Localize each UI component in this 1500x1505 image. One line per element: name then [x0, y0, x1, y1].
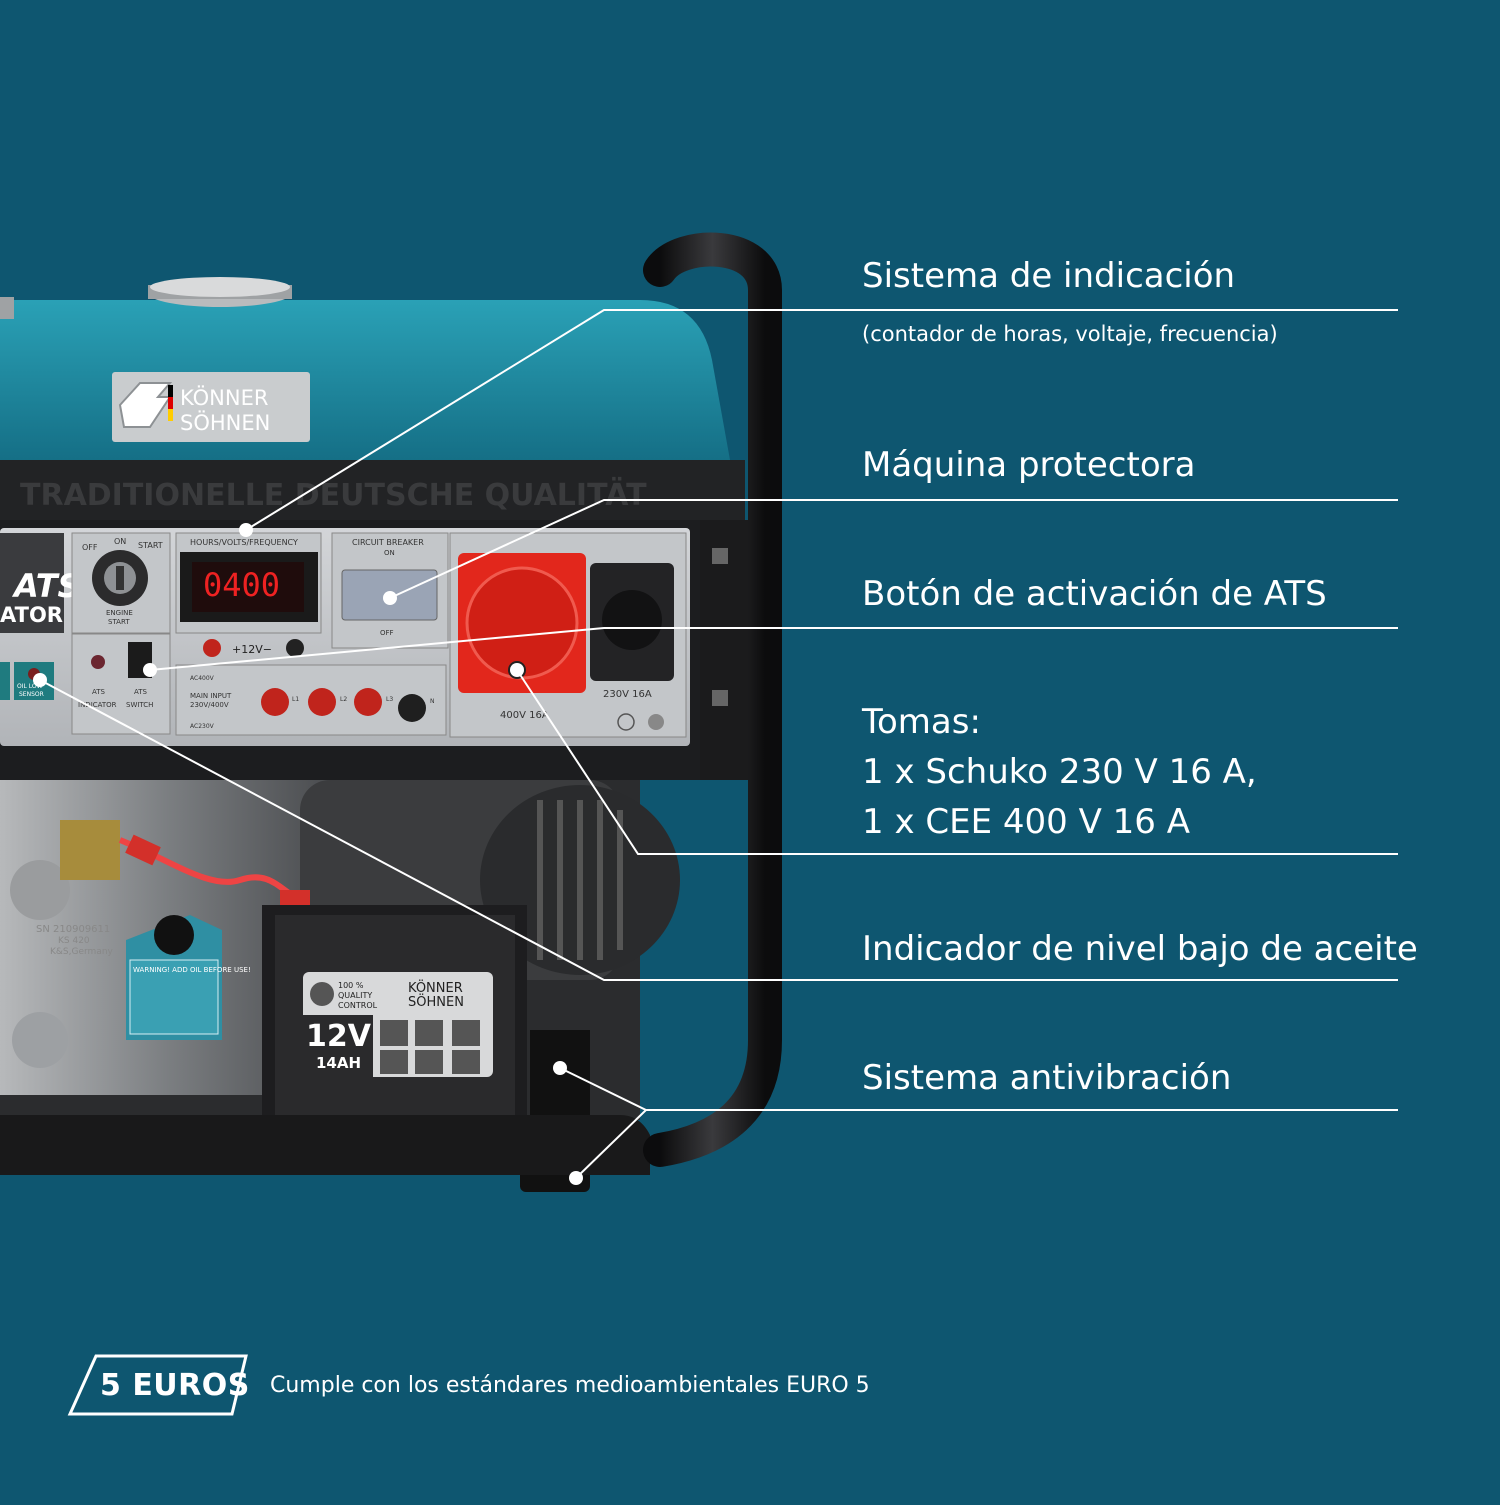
ac230-label: AC230V	[190, 723, 215, 730]
label-sistema-indicacion-sub: (contador de horas, voltaje, frecuencia)	[862, 322, 1278, 346]
main-input-1: MAIN INPUT	[190, 692, 232, 700]
label-sistema-antivibracion: Sistema antivibración	[862, 1058, 1232, 1098]
frame-handle	[643, 232, 782, 1167]
model-number: KS 420	[58, 936, 90, 946]
oil-sensor-2: SENSOR	[19, 691, 44, 698]
schuko-socket-label: 230V 16A	[603, 689, 652, 700]
battery-qc-2: QUALITY	[338, 991, 372, 1000]
control-panel: ATS ATOR OFF ON START ENGINE START HOURS…	[0, 520, 745, 780]
terminal-l3: L3	[386, 696, 393, 703]
slogan: TRADITIONELLE DEUTSCHE QUALITÄT	[20, 477, 647, 513]
callout-line-aceite	[39, 679, 1398, 981]
ats-switch-1: ATS	[134, 688, 148, 696]
main-input-2: 230V/400V	[190, 701, 229, 709]
label-maquina-protectora: Máquina protectora	[862, 445, 1196, 485]
oil-warning-tag: WARNING! ADD OIL BEFORE USE!	[126, 915, 251, 1040]
ats-model-label: ATS	[11, 567, 81, 605]
ats-indicator-1: ATS	[92, 688, 106, 696]
slogan-strip	[0, 460, 745, 520]
meter-title: HOURS/VOLTS/FREQUENCY	[190, 538, 298, 547]
badge-brand-bottom: SÖHNEN	[180, 410, 270, 435]
callout-line-tomas	[516, 669, 1398, 855]
callout-lines	[39, 309, 1398, 1179]
battery-brand-bottom: SÖHNEN	[408, 993, 464, 1010]
label-tomas-schuko: 1 x Schuko 230 V 16 A,	[862, 752, 1257, 792]
label-sistema-indicacion: Sistema de indicación	[862, 256, 1236, 296]
callout-dots	[33, 523, 583, 1185]
battery-qc-3: CONTROL	[338, 1001, 378, 1010]
battery-brand-top: KÖNNER	[408, 979, 463, 996]
frame-base	[0, 1115, 650, 1175]
euro-badge-text: 5 EUROS	[100, 1368, 250, 1403]
callout-line-protectora	[389, 499, 1398, 599]
label-tomas-title: Tomas:	[862, 702, 981, 742]
label-tomas-cee: 1 x CEE 400 V 16 A	[862, 802, 1190, 842]
oil-sensor-1: OIL LOW	[17, 683, 43, 690]
meter-display: 0400	[203, 566, 280, 604]
callout-line-indicacion	[245, 309, 1398, 531]
serial-plate: SN 210909611 KS 420 K&S,Germany	[36, 924, 114, 957]
ats-switch-2: SWITCH	[126, 701, 153, 709]
ats-model-sub: ATOR	[0, 603, 63, 627]
battery-capacity: 14AH	[316, 1054, 361, 1072]
dc-output-label: +12V−	[232, 643, 272, 656]
brand-badge: KÖNNER SÖHNEN	[112, 372, 310, 442]
fuel-tank	[0, 277, 730, 460]
engine-start-label-2: START	[108, 618, 130, 626]
ac400-label: AC400V	[190, 675, 215, 682]
label-tomas: Tomas: 1 x Schuko 230 V 16 A, 1 x CEE 40…	[862, 697, 1257, 847]
breaker-title: CIRCUIT BREAKER	[352, 538, 424, 547]
label-indicador-aceite: Indicador de nivel bajo de aceite	[862, 929, 1418, 969]
made-in: K&S,Germany	[50, 947, 114, 957]
switch-start: START	[138, 541, 163, 550]
breaker-on: ON	[384, 549, 395, 557]
terminal-n: N	[430, 698, 435, 705]
euro-badge-frame	[67, 1354, 248, 1416]
breaker-off: OFF	[380, 629, 394, 637]
engine-start-label: ENGINE	[106, 609, 133, 617]
serial-number: SN 210909611	[36, 924, 110, 935]
label-boton-ats: Botón de activación de ATS	[862, 574, 1327, 614]
battery-qc-1: 100 %	[338, 981, 364, 990]
badge-brand-top: KÖNNER	[180, 385, 268, 410]
euro-note: Cumple con los estándares medioambiental…	[270, 1373, 870, 1398]
switch-off: OFF	[82, 543, 98, 552]
cee-socket-label: 400V 16A	[500, 710, 549, 721]
callout-line-ats	[149, 627, 1398, 671]
battery: 12V 14AH 100 % QUALITY CONTROL KÖNNER SÖ…	[262, 905, 527, 1130]
terminal-l2: L2	[340, 696, 347, 703]
ats-indicator-2: INDICATOR	[78, 701, 117, 709]
callout-line-antivibracion-2	[575, 1109, 647, 1179]
oil-warning-text: WARNING! ADD OIL BEFORE USE!	[133, 966, 251, 974]
battery-voltage: 12V	[306, 1019, 372, 1054]
switch-on: ON	[114, 537, 126, 546]
terminal-l1: L1	[292, 696, 299, 703]
